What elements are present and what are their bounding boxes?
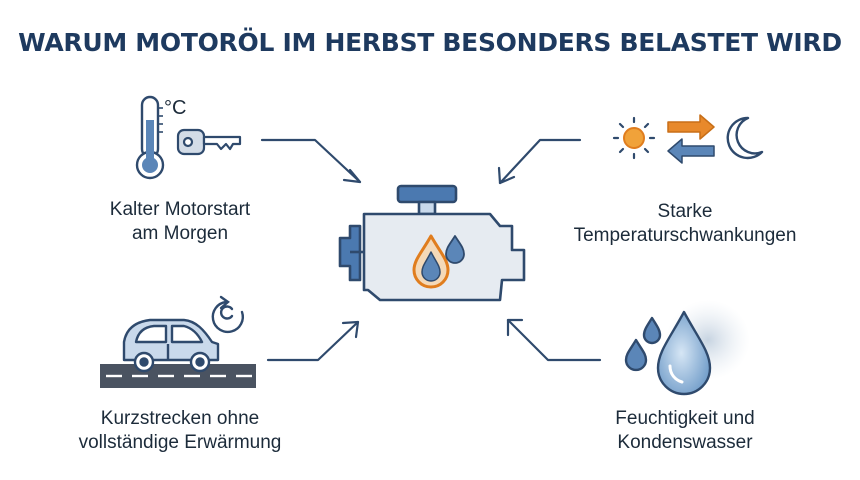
oil-drop-icon bbox=[412, 234, 465, 289]
key-icon bbox=[176, 128, 242, 156]
moon-icon bbox=[726, 116, 764, 160]
car-icon bbox=[122, 318, 220, 373]
rotate-icon bbox=[211, 295, 244, 334]
celsius-unit: °C bbox=[164, 97, 186, 119]
connector-arrows bbox=[260, 138, 602, 362]
page-title: WARUM MOTORÖL IM HERBST BESONDERS BELAST… bbox=[18, 28, 842, 57]
road bbox=[100, 364, 256, 388]
sun-icon bbox=[612, 116, 656, 160]
water-drops-icon bbox=[624, 310, 712, 396]
label-cold-start: Kalter Motorstart am Morgen bbox=[109, 199, 251, 244]
label-short-trips: Kurzstrecken ohne vollständige Erwärmung bbox=[78, 408, 282, 453]
thermometer-icon bbox=[135, 95, 165, 180]
label-humidity: Feuchtigkeit und Kondenswasser bbox=[615, 408, 755, 453]
arrows-icon bbox=[667, 114, 715, 164]
label-temperature: Starke Temperaturschwankungen bbox=[573, 201, 797, 246]
